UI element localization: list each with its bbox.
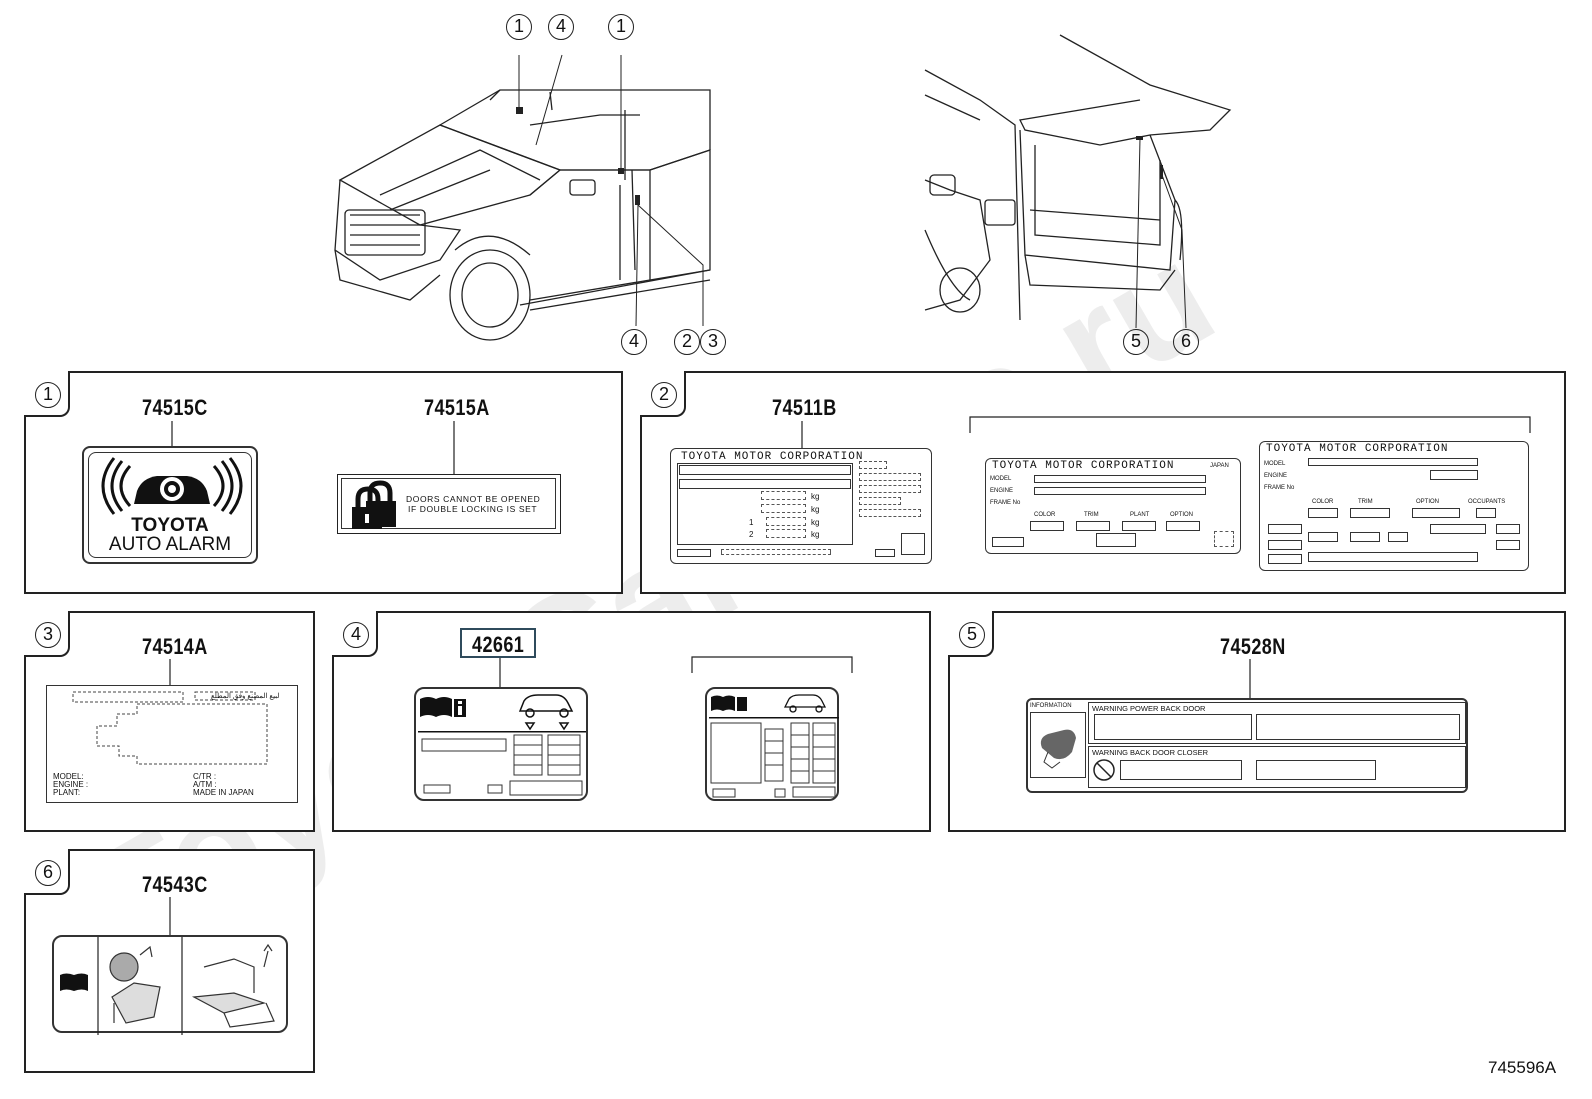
alt-b-engine: ENGINE [1264,473,1288,479]
alt-a-color: COLOR [1034,512,1056,518]
alt-a-plant: PLANT [1130,512,1150,518]
padlock-icon [352,480,396,529]
front-vehicle-illustration [334,54,711,341]
tire-pressure-label [414,687,588,801]
alt-a-option: OPTION [1170,512,1194,518]
warning-power-back-door: WARNING POWER BACK DOOR [1092,704,1206,713]
part-number-74511B: 74511B [772,395,837,420]
callout-1a: 1 [506,14,532,40]
panel-4-number: 4 [343,622,369,648]
panel-1-number: 1 [35,382,61,408]
plate-title: TOYOTA MOTOR CORPORATION [681,451,864,463]
vehicle-id-plate-alt-b: TOYOTA MOTOR CORPORATION MODEL ENGINE FR… [1259,441,1529,571]
rear-vehicle-illustration [924,34,1232,329]
leader-lines-panel-1 [171,421,455,474]
leader-lines-panel-3 [169,659,171,685]
callout-4a: 4 [548,14,574,40]
part-number-74515A: 74515A [424,395,490,420]
alt-b-model: MODEL [1264,461,1286,467]
alt-b-color: COLOR [1312,499,1334,505]
unit-kg-4: kg [811,530,820,539]
info-ctr: C/TR : [193,772,217,781]
seat-fold-step-2-icon [191,943,275,1028]
callout-4b: 4 [621,329,647,355]
alt-b-title: TOYOTA MOTOR CORPORATION [1266,443,1449,455]
axle-2: 2 [749,530,754,539]
panel-5: 5 74528N INFORMATION WARNING POWER BACK … [948,611,1566,832]
alt-b-trim: TRIM [1358,499,1373,505]
callout-5: 5 [1123,329,1149,355]
alt-a-trim: TRIM [1084,512,1099,518]
leader-lines-panel-5 [1249,659,1251,698]
alt-a-title: TOYOTA MOTOR CORPORATION [992,460,1175,472]
book-icon [60,973,88,991]
axle-1: 1 [749,518,754,527]
alt-b-occupants: OCCUPANTS [1468,499,1506,505]
alt-a-frame: FRAME No [990,500,1021,506]
seat-fold-step-1-icon [109,945,161,1024]
alt-a-engine: ENGINE [990,488,1014,494]
highlighted-part-box[interactable]: 42661 [460,628,536,658]
manual-info-icon [420,697,466,717]
panel-1: 1 74515C 74515A TOYOTA AUTO ALARM DOORS … [24,371,623,594]
panel-3-number: 3 [35,622,61,648]
alarm-text-line-1: TOYOTA [131,515,209,536]
callout-6: 6 [1173,329,1199,355]
part-number-74543C: 74543C [142,872,208,897]
part-number-74528N: 74528N [1220,634,1286,659]
no-hands-icon [1093,759,1115,781]
car-alarm-icon [101,457,243,515]
tire-pressure-label-alt [705,687,839,801]
info-engine: ENGINE : [53,780,89,789]
info-plant: PLANT: [53,788,81,797]
leader-lines-panel-2 [801,416,1531,448]
information-text: INFORMATION [1030,703,1072,709]
panel-6: 6 74543C [24,849,315,1073]
alt-a-japan: JAPAN [1210,463,1229,469]
callout-1b: 1 [608,14,634,40]
diagram-id: 745596A [1488,1058,1557,1077]
plant-info-label: لبيع المصنع وفق المطلع MODEL: ENGINE : P… [46,685,298,803]
part-number-74515C: 74515C [142,395,208,420]
panel-6-number: 6 [35,860,61,886]
lock-text-line-2: IF DOUBLE LOCKING IS SET [408,504,538,514]
hand-press-icon [1040,729,1076,769]
part-number-42661[interactable]: 42661 [472,632,525,657]
lock-text-line-1: DOORS CANNOT BE OPENED [406,494,541,504]
vehicle-id-plate-alt-a: TOYOTA MOTOR CORPORATION JAPAN MODEL ENG… [985,458,1241,554]
alt-b-option: OPTION [1416,499,1440,505]
part-number-74514A: 74514A [142,634,208,659]
seat-fold-label [52,935,288,1035]
callout-2: 2 [674,329,700,355]
unit-kg-2: kg [811,505,820,514]
unit-kg-1: kg [811,492,820,501]
power-back-door-warning-label: INFORMATION WARNING POWER BACK DOOR WARN… [1026,698,1468,793]
vehicle-id-plate: TOYOTA MOTOR CORPORATION kg kg kg kg 1 2 [670,448,932,564]
panel-4: 4 42661 [332,611,931,832]
leader-lines-panel-4 [499,656,853,687]
car-side-icon [518,694,574,731]
panel-2: 2 74511B TOYOTA MOTOR CORPORATION kg kg … [640,371,1566,594]
alt-b-frame: FRAME No [1264,485,1295,491]
unit-kg-3: kg [811,518,820,527]
double-lock-label: DOORS CANNOT BE OPENED IF DOUBLE LOCKING… [337,474,561,534]
info-model: MODEL: [53,772,84,781]
alt-a-model: MODEL [990,476,1012,482]
auto-alarm-label: TOYOTA AUTO ALARM [82,446,258,564]
warning-back-door-closer: WARNING BACK DOOR CLOSER [1092,748,1208,757]
panel-3: 3 74514A لبيع المصنع وفق المطلع MODEL: E… [24,611,315,832]
panel-5-number: 5 [959,622,985,648]
leader-lines-panel-6 [169,897,171,935]
alarm-text-line-2: AUTO ALARM [108,534,232,555]
info-atm: A/TM : [193,780,217,789]
panel-2-number: 2 [651,382,677,408]
callout-3: 3 [700,329,726,355]
info-made-in: MADE IN JAPAN [193,788,254,797]
